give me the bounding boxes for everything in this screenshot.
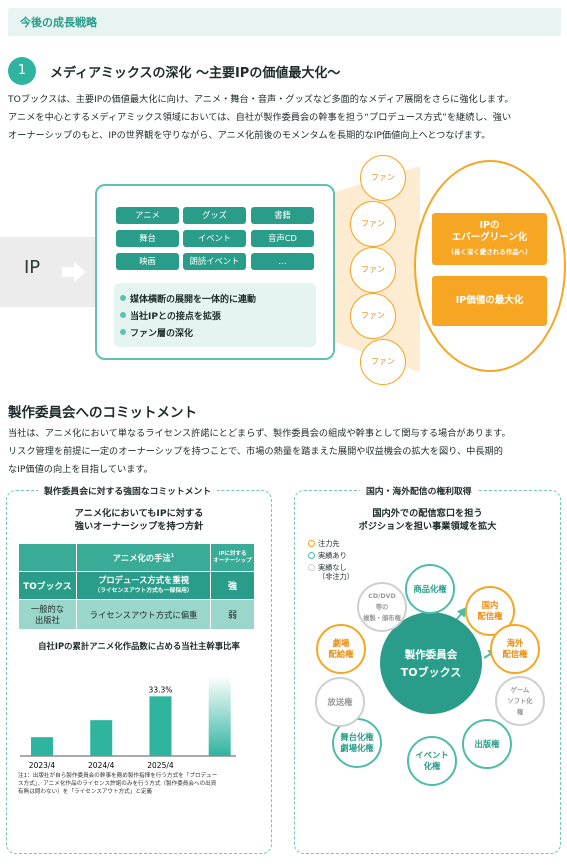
media-pill: 映画 [116,253,179,270]
chart-bar [90,720,113,756]
right-panel-subtitle: 国内外での配信窓口を担う ポジションを担い事業領域を拡大 [294,507,561,533]
footnote: 注1：出版社が自ら製作委員会の幹事を務め製作指揮を行う方式を「プロデュー ス方式… [18,772,268,796]
evergreen-subtitle: （長く深く愛される作品へ） [447,248,532,256]
rights-node: 放送権 [315,677,365,727]
table-corner [18,543,77,572]
chart-tick-label: 2024/4 [88,761,115,770]
footnote-line: 有無は問わない）を「ライセンスアウト方式」と定義 [18,789,153,795]
commitment-paragraph-line: 当社は、アニメ化において単なるライセンス許諾にとどまらず、製作委員会の組成や幹事… [8,428,511,439]
commitment-paragraph-line: なIP価値の向上を目指しています。 [8,464,153,475]
table-row-company: 一般的な 出版社 [18,599,77,630]
fan-circle: ファン [350,201,396,247]
rights-node: 国内 配信権 [465,586,515,636]
chart-bar [208,675,231,756]
subtitle-line: 強いオーナーシップを持つ方針 [74,521,204,532]
ip-value-oval [414,160,566,372]
value-max-box: IP価値の最大化 [432,276,547,326]
benefit-item: 媒体横断の展開を一体的に連動 [119,292,256,305]
commitment-title: 製作委員会へのコミットメント [8,405,197,421]
benefit-item: 当社IPとの接点を拡張 [120,309,221,322]
table-row-method: プロデュース方式を重視 （ライセンスアウト方式も一部採用） [76,571,211,600]
rights-node: 海外 配信権 [490,624,540,674]
ip-label: IP [24,257,41,278]
commitment-paragraph-line: リスク管理を前提に一定のオーナーシップを持つことで、市場の熱量を踏まえた展開や収… [8,446,503,457]
commitment-paragraph: 当社は、アニメ化において単なるライセンス許諾にとどまらず、製作委員会の組成や幹事… [8,425,563,479]
strategy-paragraph-line: アニメを中心とするメディアミックス領域においては、自社が製作委員会の幹事を担う“… [8,112,512,123]
section-header: 今後の成長戦略 [8,8,561,36]
strategy-paragraph-line: オーナーシップのもと、IPの世界観を守りながら、アニメ化前後のモメンタムを長期的… [8,130,491,141]
evergreen-title: IPの エバーグリーン化 [451,220,528,243]
subtitle-line: 国内外での配信窓口を担う [372,508,483,519]
media-pill: … [251,253,314,270]
right-panel-title: 国内・海外配信の権利取得 [360,484,478,497]
footnote-line: 注1：出版社が自ら製作委員会の幹事を務め製作指揮を行う方式を「プロデュー [18,773,218,779]
strategy-paragraph-line: TOブックスは、主要IPの価値最大化に向け、アニメ・舞台・音声・グッズなど多面的… [8,94,514,105]
media-pill: グッズ [183,207,246,224]
media-pill: アニメ [116,207,179,224]
legend-achieved: 実績あり [308,551,347,560]
media-pill: イベント [183,230,246,247]
media-pill: 音声CD [251,230,314,247]
strategy-title: メディアミックスの深化 ～主要IPの価値最大化～ [50,66,341,81]
chart-title: 自社IPの累計アニメ化作品数に占める当社主幹事比率 [38,641,240,651]
media-pill: 舞台 [116,230,179,247]
media-pill: 書籍 [251,207,314,224]
fan-circle: ファン [350,247,396,293]
fan-circle: ファン [350,293,396,339]
table-row-ownership: 強 [210,571,255,600]
footnote-line: ス方式」、アニメ化作品のライセンス許諾のみを行う方式（製作委員会への出資 [18,781,217,787]
legend-gray-dot [308,564,315,571]
rights-node: CD/DVD 等の 複製・頒布権 [357,582,407,632]
section-header-label: 今後の成長戦略 [20,16,97,29]
admin-ratio-bar-chart: 2023/4 2024/4 33.3% 2025/4 [20,675,236,770]
arrow-right-icon [62,262,86,282]
committee-center: 製作委員会 TOブックス [380,612,482,714]
subtitle-line: ポジションを担い事業領域を拡大 [358,521,497,532]
chart-bar [149,696,172,756]
center-line: 製作委員会 [404,648,458,661]
legend-focus: 注力先 [308,539,340,548]
legend-none: 実績なし（非注力） [308,563,354,581]
table-row-method: ライセンスアウト方式に偏重 [76,599,211,630]
evergreen-box: IPの エバーグリーン化 （長く深く愛される作品へ） [432,213,547,265]
media-pill: 朗読イベント [183,253,246,270]
table-row-ownership: 弱 [210,599,255,630]
rights-node: ゲーム ソフト化 権 [495,676,545,726]
table-row-company: TOブックス [18,571,77,600]
fan-circle: ファン [360,155,406,201]
chart-tick-label: 2025/4 [147,761,174,770]
benefit-item: ファン層の深化 [119,326,193,339]
legend-orange-dot [308,540,315,547]
rights-node: イベント 化権 [407,736,457,786]
rights-node: 劇場 配給権 [316,624,366,674]
chart-tick-label: 2023/4 [29,761,56,770]
rights-node: 商品化権 [405,564,455,614]
legend-teal-dot [308,552,315,559]
media-benefits: 媒体横断の展開を一体的に連動 当社IPとの接点を拡張 ファン層の深化 [114,283,316,347]
rights-node: 出版権 [462,719,512,769]
center-line: TOブックス [400,665,462,679]
table-header-method: アニメ化の手法1 [76,543,211,572]
strategy-paragraph: TOブックスは、主要IPの価値最大化に向け、アニメ・舞台・音声・グッズなど多面的… [8,91,563,145]
fan-circle: ファン [360,339,406,385]
chart-data-label: 33.3% [149,685,173,694]
left-panel-title: 製作委員会に対する強固なコミットメント [38,484,218,497]
subtitle-line: アニメ化においてもIPに対する [74,508,204,519]
strategy-number: 1 [8,57,36,85]
comparison-table: アニメ化の手法1 IPに対する オーナーシップ TOブックス プロデュース方式を… [18,543,255,630]
left-panel-subtitle: アニメ化においてもIPに対する 強いオーナーシップを持つ方針 [6,507,272,533]
chart-bar [31,737,53,756]
table-header-ownership: IPに対する オーナーシップ [210,543,255,572]
